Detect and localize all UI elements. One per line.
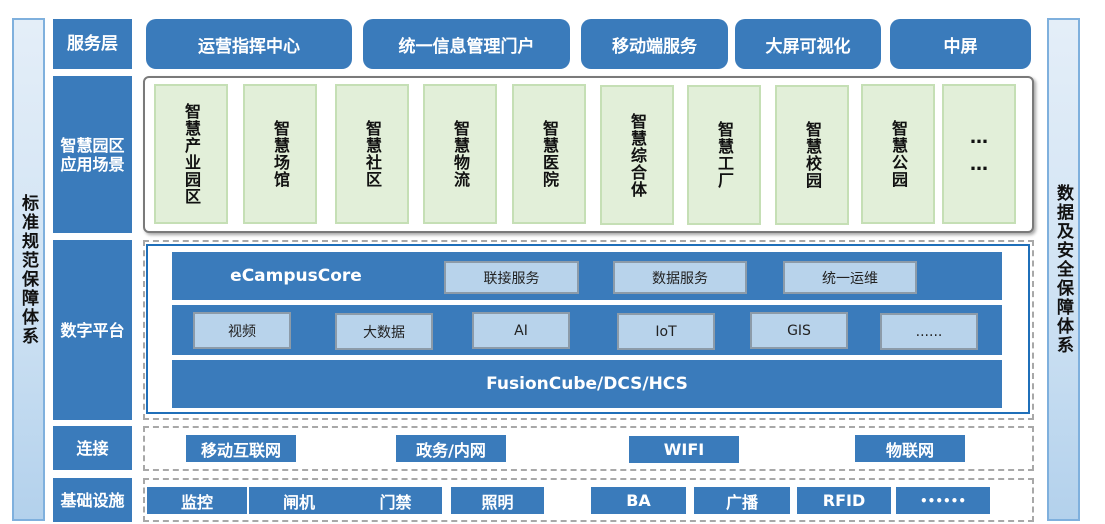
infrastructure-band: FusionCube/DCS/HCS bbox=[172, 360, 1002, 408]
service-mobile[interactable]: 移动端服务 bbox=[581, 19, 728, 69]
scenario-factory[interactable]: 智慧工厂 bbox=[687, 85, 761, 225]
tag-label: 监控 bbox=[180, 492, 213, 512]
tag-label: 照明 bbox=[481, 492, 514, 512]
service-label: 中屏 bbox=[943, 36, 978, 57]
scenario-label: 智慧公园 bbox=[889, 120, 908, 188]
scenario-label: 智慧产业园区 bbox=[182, 103, 201, 205]
scenario-complex[interactable]: 智慧综合体 bbox=[600, 85, 674, 225]
scenario-label: 智慧物流 bbox=[451, 120, 470, 188]
device-gate[interactable]: 闸机 bbox=[249, 487, 349, 514]
scenario-label: 智慧综合体 bbox=[628, 112, 647, 198]
capability-iot[interactable]: IoT bbox=[617, 313, 715, 350]
scenario-venue[interactable]: 智慧场馆 bbox=[243, 84, 317, 224]
chip-label: 数据服务 bbox=[652, 270, 708, 287]
chip-label: 视频 bbox=[228, 323, 256, 340]
service-big-screen[interactable]: 大屏可视化 bbox=[735, 19, 881, 69]
layer-label-scenarios: 智慧园区应用场景 bbox=[53, 76, 132, 233]
layer-label-scenarios-line2: 应用场景 bbox=[60, 154, 125, 174]
device-rfid[interactable]: RFID bbox=[797, 487, 891, 514]
device-broadcast[interactable]: 广播 bbox=[694, 487, 790, 514]
scenario-label: 智慧医院 bbox=[540, 120, 559, 188]
tag-label: WIFI bbox=[663, 440, 705, 459]
layer-label-platform-text: 数字平台 bbox=[60, 320, 125, 340]
tag-label: 广播 bbox=[725, 492, 758, 512]
scenario-label: 智慧场馆 bbox=[271, 120, 290, 188]
layer-label-platform: 数字平台 bbox=[53, 240, 132, 420]
service-label: 运营指挥中心 bbox=[198, 36, 300, 57]
layer-label-infrastructure: 基础设施 bbox=[53, 478, 132, 522]
scenario-more[interactable]: …… bbox=[942, 84, 1016, 224]
layer-label-infrastructure-text: 基础设施 bbox=[60, 490, 125, 510]
connection-gov-intranet[interactable]: 政务/内网 bbox=[396, 435, 506, 462]
capabilities-band bbox=[172, 305, 1002, 355]
scenario-label: …… bbox=[968, 127, 990, 181]
chip-label: 统一运维 bbox=[822, 270, 878, 287]
tag-label: RFID bbox=[822, 491, 866, 510]
tag-label: BA bbox=[626, 491, 651, 510]
standards-pillar: 标准规范保障体系 bbox=[12, 18, 45, 521]
core-service-ops[interactable]: 统一运维 bbox=[783, 261, 917, 294]
tag-label: •••••• bbox=[919, 493, 967, 508]
infrastructure-container bbox=[143, 478, 1034, 522]
connection-mobile-internet[interactable]: 移动互联网 bbox=[186, 435, 296, 462]
platform-dashed-frame bbox=[143, 240, 1034, 420]
connection-container bbox=[143, 426, 1034, 471]
device-ba[interactable]: BA bbox=[591, 487, 686, 514]
scenario-label: 智慧社区 bbox=[363, 120, 382, 188]
tag-label: 闸机 bbox=[282, 492, 315, 512]
chip-label: 大数据 bbox=[363, 324, 405, 341]
scenario-community[interactable]: 智慧社区 bbox=[335, 84, 409, 224]
device-monitoring[interactable]: 监控 bbox=[147, 487, 247, 514]
chip-label: GIS bbox=[787, 322, 811, 339]
service-mid-screen[interactable]: 中屏 bbox=[890, 19, 1031, 69]
layer-label-connection: 连接 bbox=[53, 426, 132, 470]
connection-iot[interactable]: 物联网 bbox=[855, 435, 965, 462]
infrastructure-band-text: FusionCube/DCS/HCS bbox=[486, 374, 688, 394]
device-access-control[interactable]: 门禁 bbox=[349, 487, 442, 514]
chip-label: AI bbox=[514, 322, 528, 339]
capability-more[interactable]: ...... bbox=[880, 313, 978, 350]
scenario-label: 智慧工厂 bbox=[715, 121, 734, 189]
tag-label: 移动互联网 bbox=[200, 440, 281, 460]
connection-wifi[interactable]: WIFI bbox=[629, 436, 739, 463]
layer-label-connection-text: 连接 bbox=[76, 438, 109, 458]
service-unified-portal[interactable]: 统一信息管理门户 bbox=[363, 19, 570, 69]
ecampuscore-title-text: eCampusCore bbox=[230, 266, 362, 286]
chip-label: IoT bbox=[655, 323, 677, 340]
capability-ai[interactable]: AI bbox=[472, 312, 570, 349]
device-more[interactable]: •••••• bbox=[896, 487, 990, 514]
capability-gis[interactable]: GIS bbox=[750, 312, 848, 349]
scenario-campus[interactable]: 智慧校园 bbox=[775, 85, 849, 225]
tag-label: 门禁 bbox=[379, 492, 412, 512]
capability-big-data[interactable]: 大数据 bbox=[335, 313, 433, 350]
tag-label: 政务/内网 bbox=[416, 440, 486, 460]
data-security-pillar-label: 数据及安全保障体系 bbox=[1053, 184, 1073, 355]
ecampuscore-title: eCampusCore bbox=[172, 252, 420, 300]
service-label: 大屏可视化 bbox=[765, 36, 851, 57]
core-service-data[interactable]: 数据服务 bbox=[613, 261, 747, 294]
layer-label-scenarios-line1: 智慧园区 bbox=[60, 135, 125, 155]
layer-label-scenarios-text: 智慧园区应用场景 bbox=[60, 136, 124, 174]
layer-label-service-text: 服务层 bbox=[67, 33, 118, 54]
capability-video[interactable]: 视频 bbox=[193, 312, 291, 349]
scenario-logistics[interactable]: 智慧物流 bbox=[423, 84, 497, 224]
chip-label: 联接服务 bbox=[483, 270, 540, 287]
standards-pillar-label: 标准规范保障体系 bbox=[18, 193, 38, 346]
service-ops-command-center[interactable]: 运营指挥中心 bbox=[146, 19, 352, 69]
service-label: 移动端服务 bbox=[612, 36, 697, 57]
scenario-industrial-park[interactable]: 智慧产业园区 bbox=[154, 84, 228, 224]
layer-label-service: 服务层 bbox=[53, 19, 132, 69]
chip-label: ...... bbox=[915, 323, 943, 340]
scenario-park[interactable]: 智慧公园 bbox=[861, 84, 935, 224]
device-lighting[interactable]: 照明 bbox=[451, 487, 544, 514]
scenario-label: 智慧校园 bbox=[803, 121, 822, 189]
data-security-pillar: 数据及安全保障体系 bbox=[1047, 18, 1080, 521]
service-label: 统一信息管理门户 bbox=[398, 36, 535, 57]
scenario-hospital[interactable]: 智慧医院 bbox=[512, 84, 586, 224]
tag-label: 物联网 bbox=[885, 440, 934, 460]
core-service-connect[interactable]: 联接服务 bbox=[444, 261, 579, 294]
